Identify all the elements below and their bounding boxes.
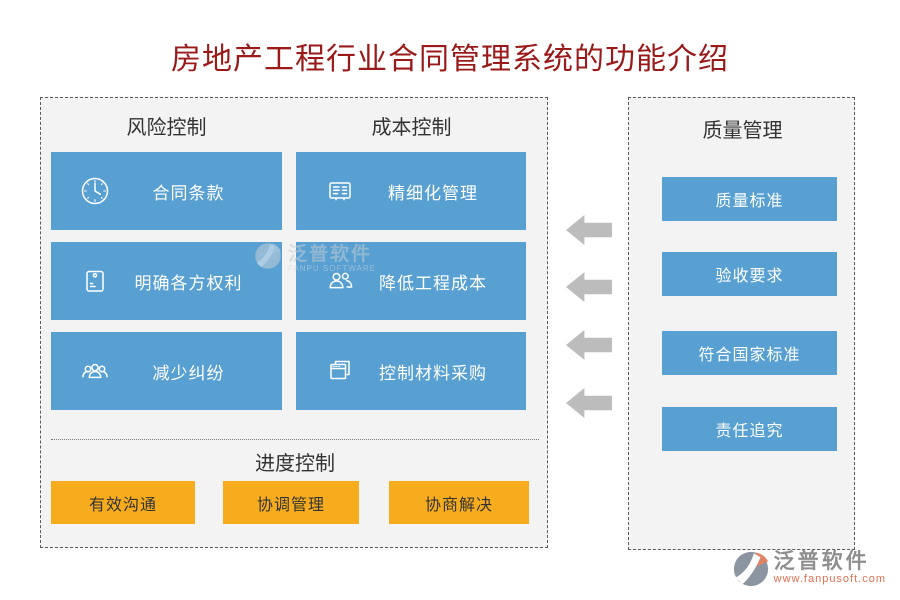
feature-box-material-purchase: 控制材料采购	[296, 332, 526, 410]
left-arrow-icon	[566, 215, 612, 245]
feature-box-fine-management: 精细化管理	[296, 152, 526, 230]
users-group-icon	[77, 353, 113, 389]
feature-label: 降低工程成本	[379, 273, 487, 293]
document-icon	[77, 263, 113, 299]
left-arrow-icon	[566, 330, 612, 360]
feature-label: 明确各方权利	[134, 273, 243, 293]
feature-box-lower-cost: 降低工程成本	[296, 242, 526, 320]
brand-logo-icon	[732, 550, 770, 593]
stacked-windows-icon	[322, 353, 358, 389]
progress-box-communication: 有效沟通	[51, 481, 195, 524]
feature-box-clarify-rights: 明确各方权利	[51, 242, 282, 320]
two-users-icon	[322, 263, 358, 299]
left-arrow-icon	[566, 388, 612, 418]
feature-label: 合同条款	[152, 183, 225, 203]
feature-box-contract-terms: 合同条款	[51, 152, 282, 230]
list-card-icon	[322, 173, 358, 209]
left-panel: 风险控制 成本控制 合同条款 明确各方权利	[40, 97, 548, 548]
brand-url: www.fanpusoft.com	[773, 573, 886, 585]
clock-icon	[77, 173, 113, 209]
feature-label: 精细化管理	[388, 183, 478, 203]
risk-control-header: 风险控制	[126, 117, 207, 139]
quality-panel: 质量管理 质量标准 验收要求 符合国家标准 责任追究	[628, 97, 855, 550]
page-title: 房地产工程行业合同管理系统的功能介绍	[171, 43, 729, 76]
brand-logo: 泛普软件 www.fanpusoft.com	[732, 550, 886, 593]
left-arrow-icon	[566, 272, 612, 302]
feature-label: 控制材料采购	[379, 363, 487, 383]
progress-divider	[51, 439, 539, 440]
progress-control-header: 进度控制	[255, 453, 335, 475]
quality-box-accountability: 责任追究	[662, 407, 837, 451]
progress-box-coordination: 协调管理	[223, 481, 359, 524]
feature-label: 减少纠纷	[152, 363, 225, 383]
quality-box-acceptance: 验收要求	[662, 252, 837, 296]
progress-box-negotiation: 协商解决	[389, 481, 529, 524]
cost-control-header: 成本控制	[371, 117, 452, 139]
brand-name: 泛普软件	[773, 550, 870, 573]
quality-management-header: 质量管理	[702, 120, 783, 142]
feature-box-reduce-disputes: 减少纠纷	[51, 332, 282, 410]
quality-box-national-standard: 符合国家标准	[662, 331, 837, 375]
quality-box-standard: 质量标准	[662, 177, 837, 221]
